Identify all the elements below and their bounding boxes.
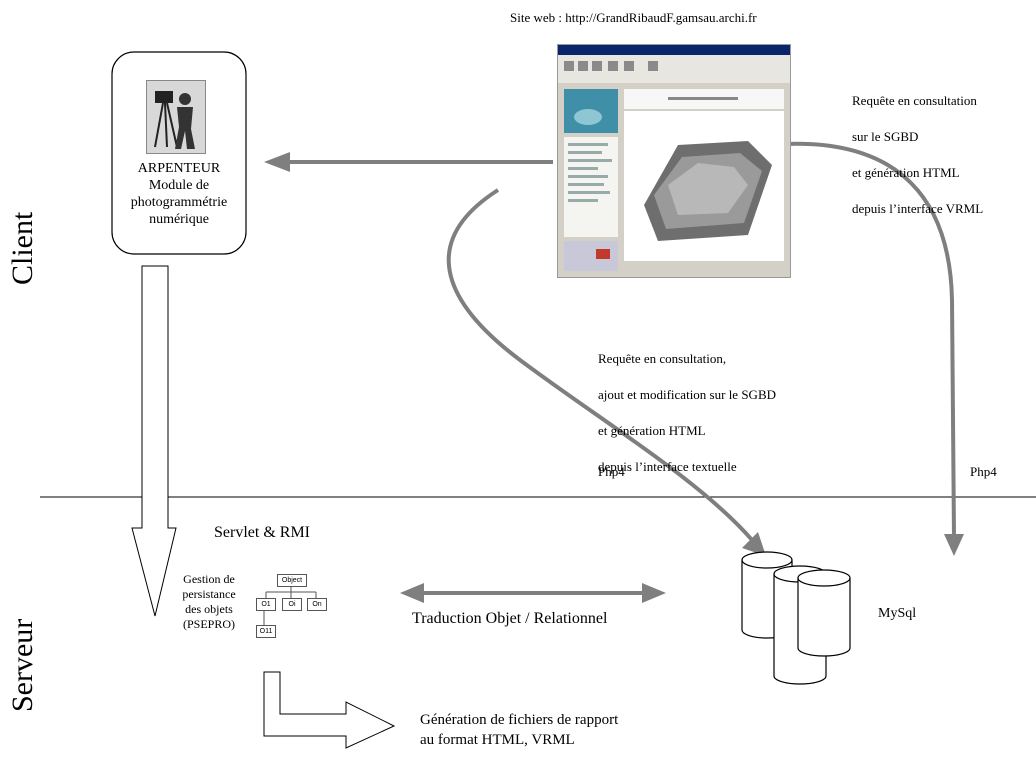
zone-label-serveur: Serveur: [6, 618, 39, 712]
persistance-line: (PSEPRO): [182, 617, 235, 631]
arrow-translation-head-left: [400, 583, 424, 603]
php-label-right: Php4: [970, 464, 997, 479]
note-line: sur le SGBD: [852, 129, 919, 144]
persistance-line: persistance: [182, 587, 236, 601]
note-line: depuis l’interface VRML: [852, 201, 984, 216]
arrow-text-to-mysql-head: [742, 532, 766, 556]
report-line: au format HTML, VRML: [420, 732, 575, 748]
note-line: Requête en consultation,: [598, 351, 727, 366]
note-line: ajout et modification sur le SGBD: [598, 387, 777, 402]
translation-label: Traduction Objet / Relationnel: [412, 610, 608, 627]
object-tree-leaf: O11: [256, 625, 276, 638]
php-label-left: Php4: [598, 464, 625, 479]
report-line: Génération de fichiers de rapport: [420, 712, 619, 728]
note-line: et génération HTML: [852, 165, 960, 180]
arrow-text-to-mysql: [446, 188, 754, 542]
zone-label-client: Client: [6, 211, 39, 285]
object-tree-child: Oi: [282, 598, 302, 611]
arrow-website-to-arpenteur-head: [264, 152, 290, 172]
camera-tripod-icon: [147, 81, 205, 153]
persistance-label: Gestion de persistance des objets (PSEPR…: [176, 572, 242, 632]
arpenteur-line: photogrammétrie: [130, 195, 228, 210]
note-line: Requête en consultation: [852, 93, 977, 108]
object-tree-root: Object: [277, 574, 307, 587]
arrow-vrml-to-mysql-head: [944, 534, 964, 556]
arpenteur-line: ARPENTEUR: [137, 161, 221, 176]
arpenteur-line: numérique: [149, 212, 209, 227]
note-line: et génération HTML: [598, 423, 706, 438]
persistance-line: Gestion de: [183, 572, 235, 586]
mysql-database-icon: [741, 551, 851, 685]
arrow-translation-head-right: [642, 583, 666, 603]
arrow-report-generation: [263, 671, 396, 749]
note-line: depuis l’interface textuelle: [598, 459, 737, 474]
text-request-note: Requête en consultation, ajout et modifi…: [598, 332, 776, 494]
object-tree-child: On: [307, 598, 327, 611]
arrow-vrml-to-mysql: [785, 141, 956, 539]
object-tree-child: O1: [256, 598, 276, 611]
photographer-icon: [146, 80, 206, 154]
database-label: MySql: [878, 606, 917, 621]
report-label: Génération de fichiers de rapport au for…: [420, 710, 618, 750]
website-screenshot-image: [558, 45, 790, 277]
persistance-line: des objets: [185, 602, 233, 616]
object-tree-connectors: [263, 586, 317, 625]
arpenteur-label: ARPENTEUR Module de photogrammétrie numé…: [112, 160, 246, 228]
website-label: Site web : http://GrandRibaudF.gamsau.ar…: [510, 10, 757, 25]
servlet-label: Servlet & RMI: [214, 524, 310, 541]
vrml-request-note: Requête en consultation sur le SGBD et g…: [852, 74, 983, 236]
arrow-arpenteur-to-server: [131, 265, 177, 617]
arpenteur-line: Module de: [148, 178, 210, 193]
website-screenshot: [557, 44, 791, 278]
